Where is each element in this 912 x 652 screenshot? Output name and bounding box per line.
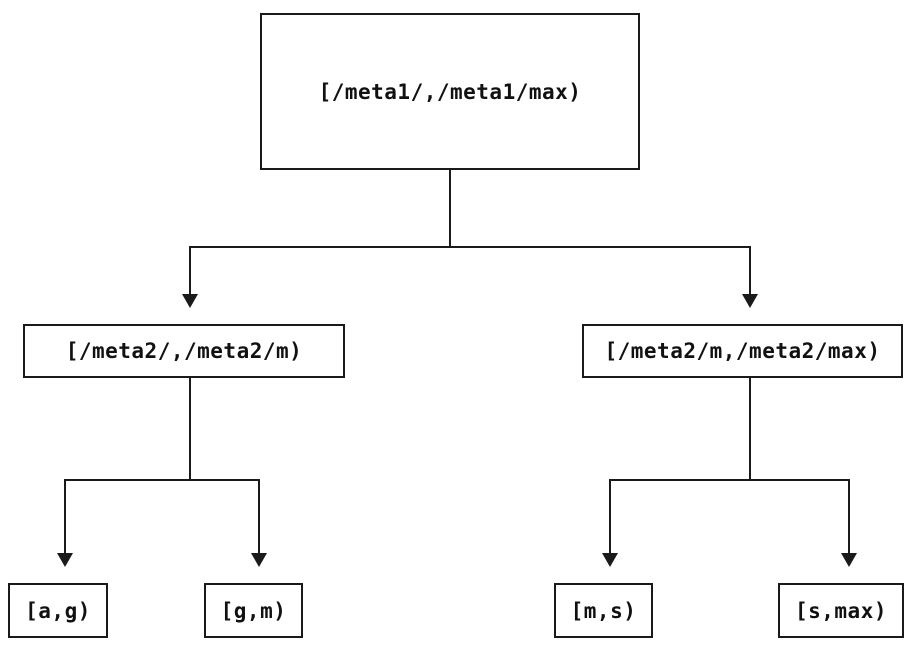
node-root: [/meta1/,/meta1/max) [260,13,640,170]
node-meta2-high-label: [/meta2/m,/meta2/max) [604,339,881,363]
edge-meta2-low-to-children [57,378,267,567]
node-root-label: [/meta1/,/meta1/max) [318,79,582,104]
node-meta2-low: [/meta2/,/meta2/m) [23,324,345,378]
arrowhead-to-leaf-ms [602,553,618,567]
node-leaf-gm: [g,m) [204,583,303,638]
node-leaf-gm-label: [g,m) [220,598,287,623]
arrowhead-to-meta2-low [182,294,198,308]
edge-root-to-children [182,170,758,308]
node-meta2-low-label: [/meta2/,/meta2/m) [65,339,303,363]
node-leaf-ms-label: [m,s) [570,598,637,623]
node-leaf-ag-label: [a,g) [25,598,91,623]
arrowhead-to-leaf-gm [251,553,267,567]
node-leaf-smax: [s,max) [778,583,904,638]
node-meta2-high: [/meta2/m,/meta2/max) [582,324,903,378]
node-leaf-smax-label: [s,max) [794,598,887,623]
arrowhead-to-leaf-smax [841,553,857,567]
arrowhead-to-leaf-ag [57,553,73,567]
node-leaf-ms: [m,s) [554,583,653,638]
edge-meta2-high-to-children [602,378,857,567]
arrowhead-to-meta2-high [742,294,758,308]
node-leaf-ag: [a,g) [8,583,108,638]
